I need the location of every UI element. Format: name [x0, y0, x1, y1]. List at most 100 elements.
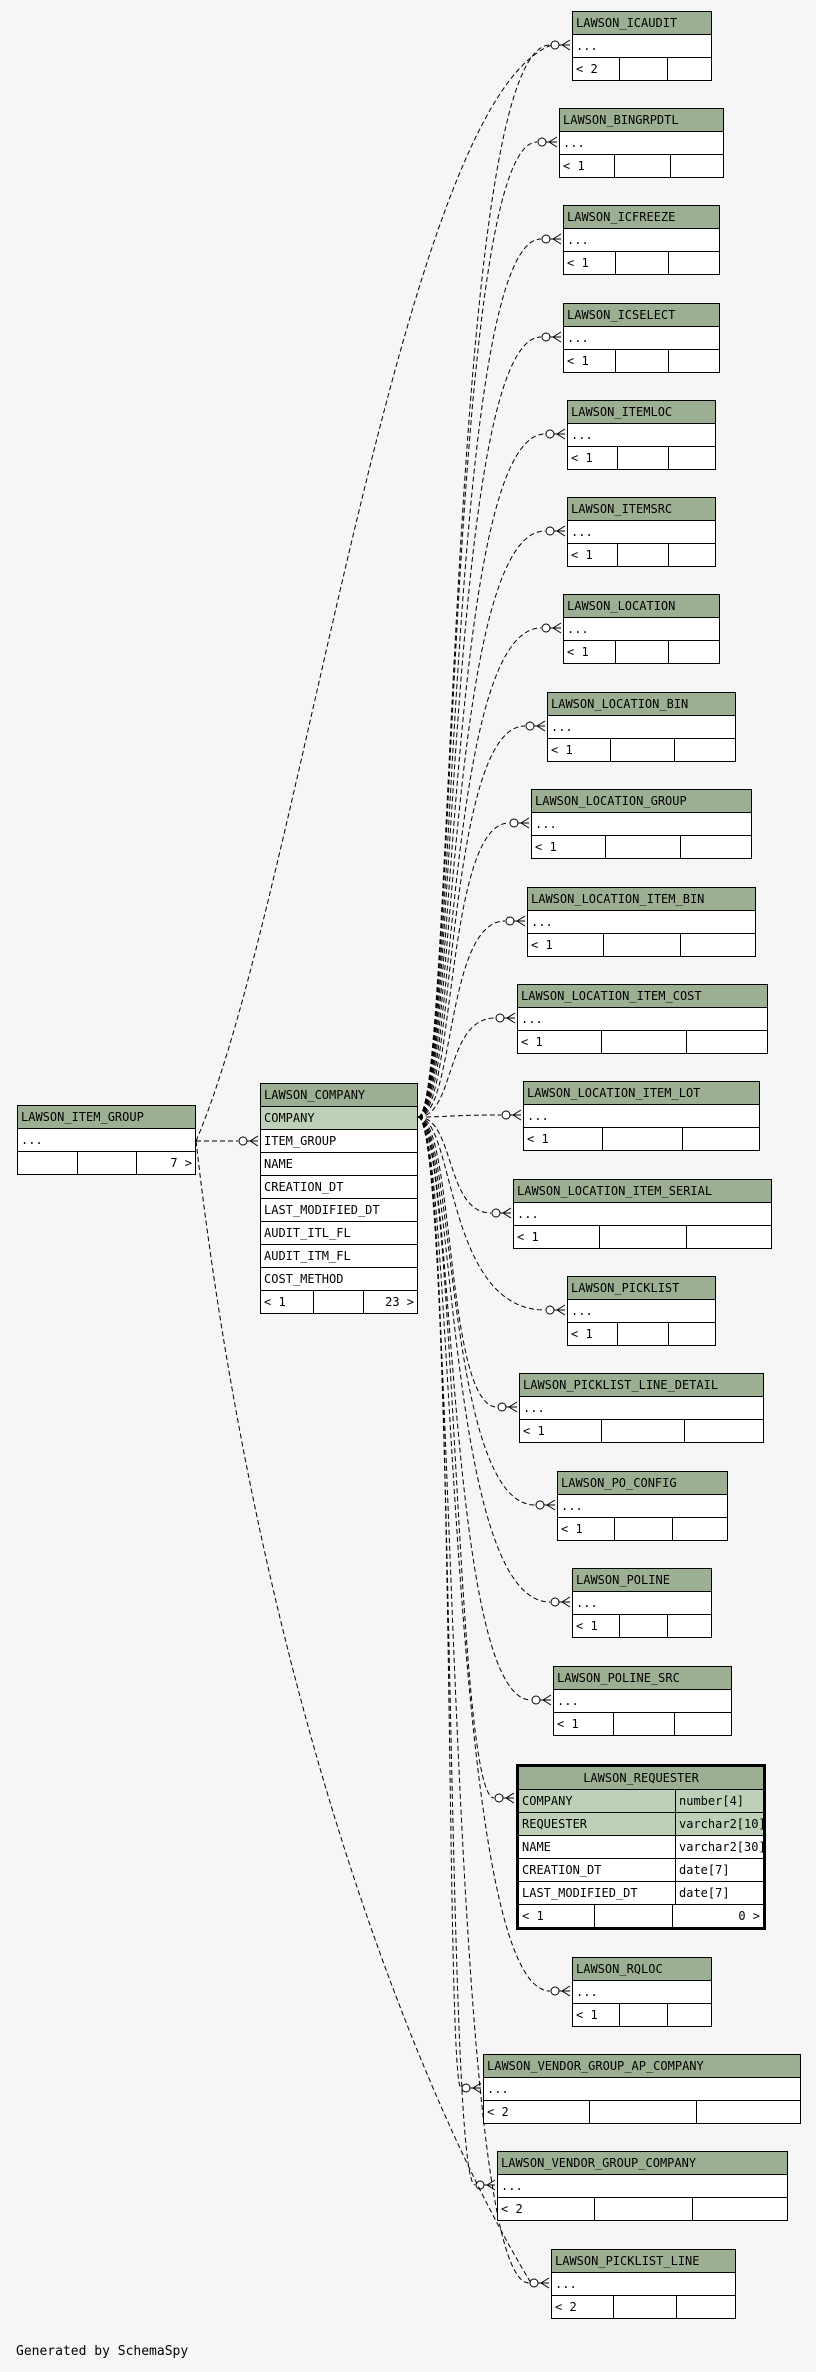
- table-footer: < 1 0 >: [519, 1905, 763, 1927]
- table-footer: 7 >: [18, 1152, 195, 1174]
- table-footer: < 1: [532, 836, 751, 858]
- crows-foot-icon: [461, 2082, 482, 2094]
- table-lawson-bingrpdtl[interactable]: LAWSON_BINGRPDTL...< 1: [559, 108, 724, 178]
- parents-count: < 1: [554, 1713, 614, 1735]
- table-title: LAWSON_ICAUDIT: [573, 12, 711, 35]
- table-lawson-location[interactable]: LAWSON_LOCATION...< 1: [563, 594, 720, 664]
- crows-foot-icon: [495, 1012, 516, 1024]
- spacer-cell: [616, 252, 669, 274]
- table-footer: < 2: [484, 2101, 800, 2123]
- parents-count: < 1: [560, 155, 615, 177]
- spacer-cell: [671, 155, 723, 177]
- table-lawson-location-bin[interactable]: LAWSON_LOCATION_BIN...< 1: [547, 692, 736, 762]
- spacer-cell: [602, 1420, 685, 1442]
- spacer-cell: [611, 739, 675, 761]
- table-lawson-rqloc[interactable]: LAWSON_RQLOC...< 1: [572, 1957, 712, 2027]
- generated-by-text: Generated by SchemaSpy: [16, 2344, 189, 2359]
- table-lawson-requester[interactable]: LAWSON_REQUESTER COMPANY number[4] REQUE…: [516, 1764, 766, 1930]
- table-row: ...: [573, 1981, 711, 2004]
- relationship-line: [417, 1114, 502, 1118]
- table-lawson-location-item-bin[interactable]: LAWSON_LOCATION_ITEM_BIN...< 1: [527, 887, 756, 957]
- table-title: LAWSON_ICFREEZE: [564, 206, 719, 229]
- table-title: LAWSON_LOCATION: [564, 595, 719, 618]
- table-lawson-icaudit[interactable]: LAWSON_ICAUDIT...< 2: [572, 11, 712, 81]
- table-footer: < 1: [520, 1420, 763, 1442]
- table-lawson-itemsrc[interactable]: LAWSON_ITEMSRC...< 1: [567, 497, 716, 567]
- table-lawson-itemloc[interactable]: LAWSON_ITEMLOC...< 1: [567, 400, 716, 470]
- crows-foot-icon: [497, 1401, 518, 1413]
- spacer-cell: [600, 1226, 687, 1248]
- table-lawson-icselect[interactable]: LAWSON_ICSELECT...< 1: [563, 303, 720, 373]
- parents-count: < 2: [573, 58, 620, 80]
- crows-foot-icon: [537, 136, 558, 148]
- column-audit-itm-fl: AUDIT_ITM_FL: [261, 1245, 417, 1268]
- table-lawson-poline-src[interactable]: LAWSON_POLINE_SRC...< 1: [553, 1666, 732, 1736]
- table-title: LAWSON_LOCATION_ITEM_LOT: [524, 1082, 759, 1105]
- table-lawson-poline[interactable]: LAWSON_POLINE...< 1: [572, 1568, 712, 1638]
- spacer-cell: [675, 739, 735, 761]
- crows-foot-icon: [238, 1135, 259, 1147]
- table-row: ...: [514, 1203, 771, 1226]
- spacer-cell: [673, 1518, 727, 1540]
- table-lawson-location-item-serial[interactable]: LAWSON_LOCATION_ITEM_SERIAL...< 1: [513, 1179, 772, 1249]
- parents-count: < 1: [573, 1615, 620, 1637]
- parents-count: < 1: [568, 1323, 618, 1345]
- table-lawson-location-item-cost[interactable]: LAWSON_LOCATION_ITEM_COST...< 1: [517, 984, 768, 1054]
- table-lawson-picklist-line[interactable]: LAWSON_PICKLIST_LINE...< 2: [551, 2249, 736, 2319]
- table-title: LAWSON_ITEMLOC: [568, 401, 715, 424]
- spacer-cell: [620, 58, 668, 80]
- table-lawson-vendor-group-company[interactable]: LAWSON_VENDOR_GROUP_COMPANY...< 2: [497, 2151, 788, 2221]
- table-lawson-company[interactable]: LAWSON_COMPANY COMPANY ITEM_GROUP NAME C…: [260, 1083, 418, 1314]
- table-title: LAWSON_LOCATION_ITEM_COST: [518, 985, 767, 1008]
- parents-count: < 1: [520, 1420, 602, 1442]
- parents-count: < 1: [568, 544, 618, 566]
- spacer-cell: [687, 1031, 767, 1053]
- spacer-cell: [595, 2198, 693, 2220]
- table-lawson-picklist-line-detail[interactable]: LAWSON_PICKLIST_LINE_DETAIL...< 1: [519, 1373, 764, 1443]
- table-lawson-po-config[interactable]: LAWSON_PO_CONFIG...< 1: [557, 1471, 728, 1541]
- crows-foot-icon: [525, 720, 546, 732]
- relationship-line: [417, 1116, 476, 2186]
- table-row: ...: [18, 1129, 195, 1152]
- relationship-line: [195, 44, 553, 1142]
- parents-count: < 1: [261, 1291, 314, 1313]
- table-title: LAWSON_PICKLIST: [568, 1277, 715, 1300]
- table-footer: < 1: [568, 1323, 715, 1345]
- spacer-cell: [78, 1152, 137, 1174]
- column-last-modified-dt: LAST_MODIFIED_DT date[7]: [519, 1882, 763, 1905]
- table-lawson-icfreeze[interactable]: LAWSON_ICFREEZE...< 1: [563, 205, 720, 275]
- column-type: number[4]: [679, 1794, 745, 1808]
- table-title: LAWSON_PICKLIST_LINE: [552, 2250, 735, 2273]
- table-title: LAWSON_ICSELECT: [564, 304, 719, 327]
- column-name: REQUESTER: [519, 1813, 676, 1835]
- crows-foot-icon: [505, 915, 526, 927]
- children-count: 23 >: [385, 1295, 414, 1309]
- table-lawson-location-item-lot[interactable]: LAWSON_LOCATION_ITEM_LOT...< 1: [523, 1081, 760, 1151]
- column-company: COMPANY number[4]: [519, 1790, 763, 1813]
- table-lawson-picklist[interactable]: LAWSON_PICKLIST...< 1: [567, 1276, 716, 1346]
- table-title: LAWSON_LOCATION_GROUP: [532, 790, 751, 813]
- table-title: LAWSON_PO_CONFIG: [558, 1472, 727, 1495]
- table-lawson-location-group[interactable]: LAWSON_LOCATION_GROUP...< 1: [531, 789, 752, 859]
- column-item-group: ITEM_GROUP: [261, 1130, 417, 1153]
- table-lawson-item-group[interactable]: LAWSON_ITEM_GROUP ... 7 >: [17, 1105, 196, 1175]
- spacer-cell: [314, 1291, 364, 1313]
- parents-count: [18, 1152, 78, 1174]
- relationship-line: [417, 1116, 462, 2089]
- table-row: ...: [524, 1105, 759, 1128]
- parents-count: < 1: [564, 350, 616, 372]
- table-lawson-vendor-group-ap-company[interactable]: LAWSON_VENDOR_GROUP_AP_COMPANY...< 2: [483, 2054, 801, 2124]
- parents-count: < 1: [524, 1128, 603, 1150]
- table-title: LAWSON_LOCATION_ITEM_SERIAL: [514, 1180, 771, 1203]
- table-footer: < 1: [568, 544, 715, 566]
- table-footer: < 1 23 >: [261, 1291, 417, 1313]
- crows-foot-icon: [545, 428, 566, 440]
- column-type: date[7]: [679, 1886, 730, 1900]
- crows-foot-icon: [494, 1792, 515, 1804]
- column-name-row: NAME varchar2[30]: [519, 1836, 763, 1859]
- table-footer: < 1: [564, 350, 719, 372]
- table-title: LAWSON_BINGRPDTL: [560, 109, 723, 132]
- children-count: 0 >: [738, 1909, 760, 1923]
- spacer-cell: [669, 350, 719, 372]
- crows-foot-icon: [550, 1985, 571, 1997]
